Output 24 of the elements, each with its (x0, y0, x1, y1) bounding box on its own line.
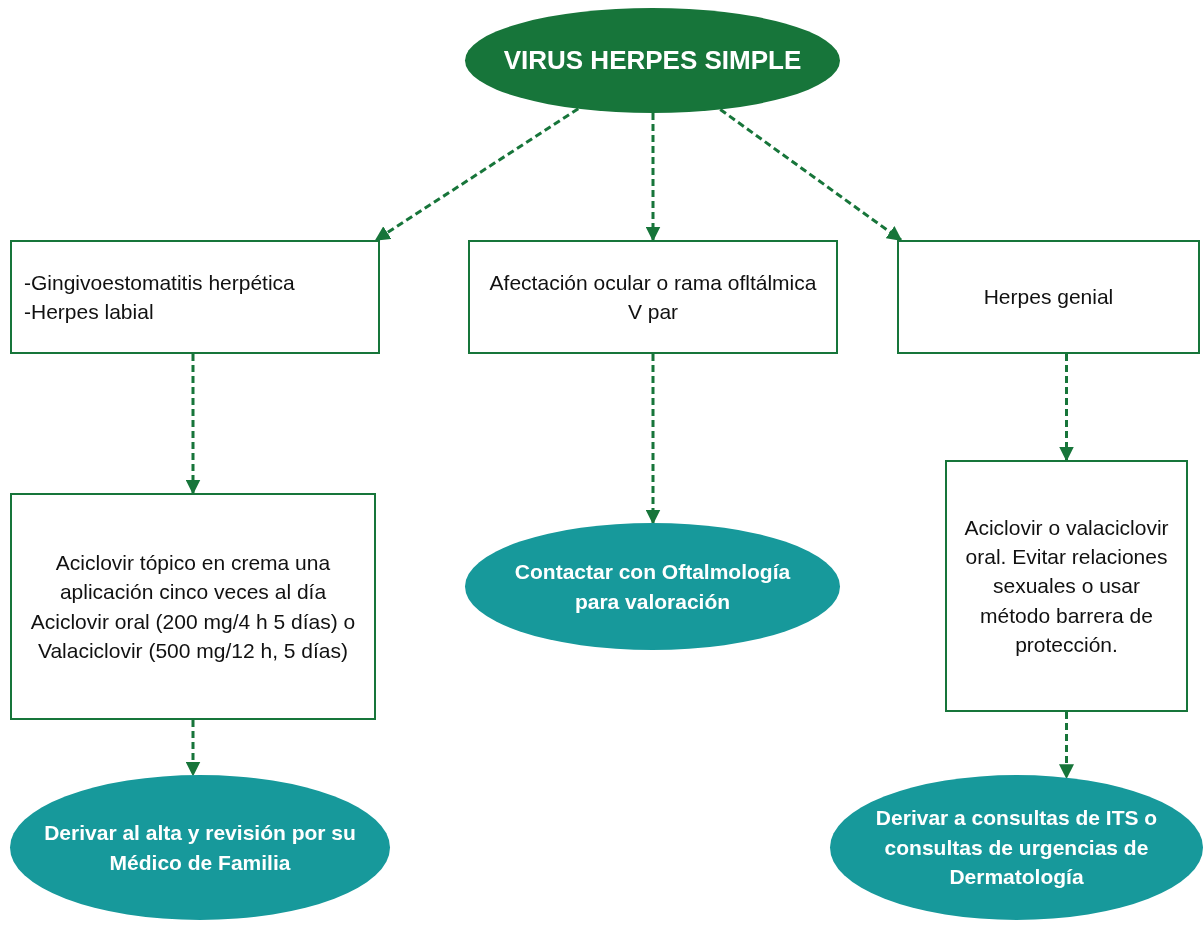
arrow (185, 354, 201, 495)
arrow (374, 107, 580, 242)
node-text: Aciclovir oral (200 mg/4 h 5 días) o Valaciclovir (500 mg/12 h, 5 días) (29, 608, 357, 664)
arrow (185, 720, 201, 777)
node-text: -Herpes labial (24, 299, 155, 325)
arrow (645, 113, 661, 242)
node-text: Derivar a consultas de ITS o consultas de urgencias de Dermatología (874, 805, 1159, 891)
node-text: Aciclovir o valaciclovir oral. Evitar relaciones sexuales o usar método barrera de protección. (963, 514, 1170, 659)
node-text: Herpes genial (982, 284, 1115, 311)
arrow (1059, 354, 1074, 462)
process-box (10, 493, 376, 720)
node-text: Contactar con Oftalmología para valoración (513, 559, 792, 615)
arrow (1059, 712, 1074, 780)
process-box (10, 240, 380, 354)
process-box (945, 460, 1188, 712)
node-text: Afectación ocular o rama ofltálmica V par (488, 269, 818, 325)
arrow (719, 108, 903, 242)
process-box (897, 240, 1200, 354)
node-text: Aciclovir tópico en crema una aplicación cinco veces al día (54, 549, 332, 606)
node-text: Derivar al alta y revisión por su Médico de Familia (44, 820, 356, 876)
arrow (645, 354, 661, 525)
process-box (468, 240, 838, 354)
node-text: -Gingivoestomatitis herpética (24, 269, 296, 296)
node-text: VIRUS HERPES SIMPLE (503, 44, 802, 77)
